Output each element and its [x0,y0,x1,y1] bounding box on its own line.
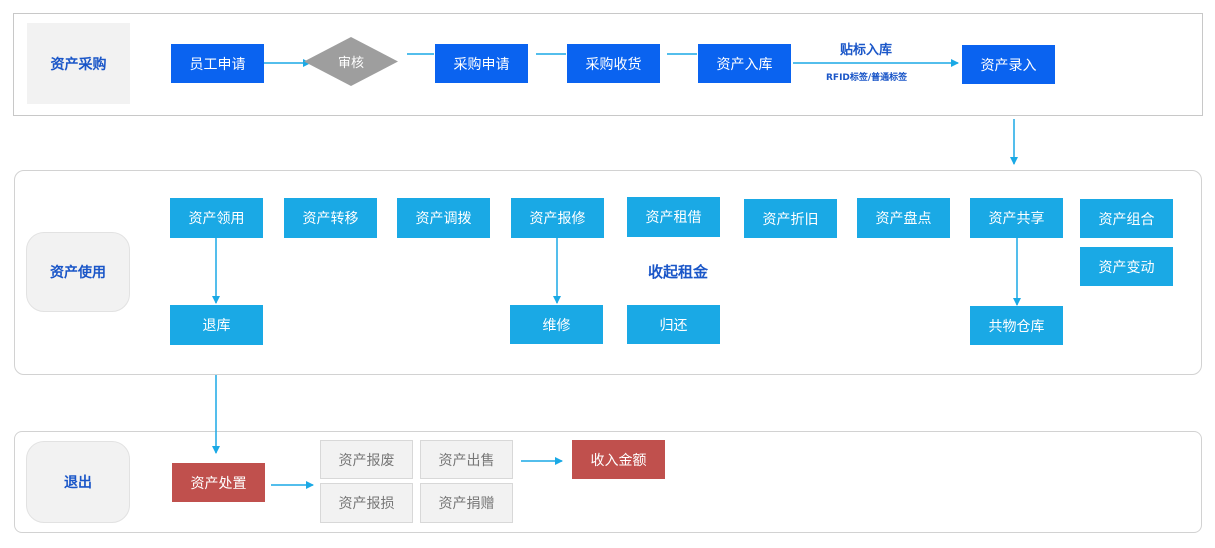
collect-rent-note: 收起租金 [648,263,709,281]
income-amount-box[interactable]: 收入金额 [572,440,665,479]
asset-sell-box[interactable]: 资产出售 [420,440,513,479]
asset-donate-box[interactable]: 资产捐赠 [420,483,513,523]
purchase-request-box[interactable]: 采购申请 [435,44,528,83]
asset-scrap-box[interactable]: 资产报废 [320,440,413,479]
stage-label-exit: 退出 [26,441,130,523]
employee-request-box[interactable]: 员工申请 [171,44,264,83]
label-stock-in-note: 贴标入库 [840,43,893,58]
asset-share-box[interactable]: 资产共享 [970,198,1063,238]
asset-combine-box[interactable]: 资产组合 [1080,199,1173,238]
asset-damage-box[interactable]: 资产报损 [320,483,413,523]
asset-allocate-box[interactable]: 资产调拨 [397,198,490,238]
asset-entry-box[interactable]: 资产录入 [962,45,1055,84]
stage-label-procurement: 资产采购 [27,23,130,104]
maintain-box[interactable]: 维修 [510,305,603,344]
shared-warehouse-box[interactable]: 共物仓库 [970,306,1063,345]
purchase-receive-box[interactable]: 采购收货 [567,44,660,83]
asset-inventory-box[interactable]: 资产盘点 [857,198,950,238]
asset-change-box[interactable]: 资产变动 [1080,247,1173,286]
give-back-box[interactable]: 归还 [627,305,720,344]
asset-repair-report-box[interactable]: 资产报修 [511,198,604,238]
asset-disposal-box[interactable]: 资产处置 [172,463,265,502]
asset-transfer-box[interactable]: 资产转移 [284,198,377,238]
return-stock-box[interactable]: 退库 [170,305,263,345]
stage-label-usage: 资产使用 [26,232,130,312]
asset-receive-box[interactable]: 资产领用 [170,198,263,238]
asset-depreciation-box[interactable]: 资产折旧 [744,199,837,238]
label-types-note: RFID标签/普通标签 [826,73,908,83]
asset-stock-in-box[interactable]: 资产入库 [698,44,791,83]
asset-lease-box[interactable]: 资产租借 [627,197,720,237]
